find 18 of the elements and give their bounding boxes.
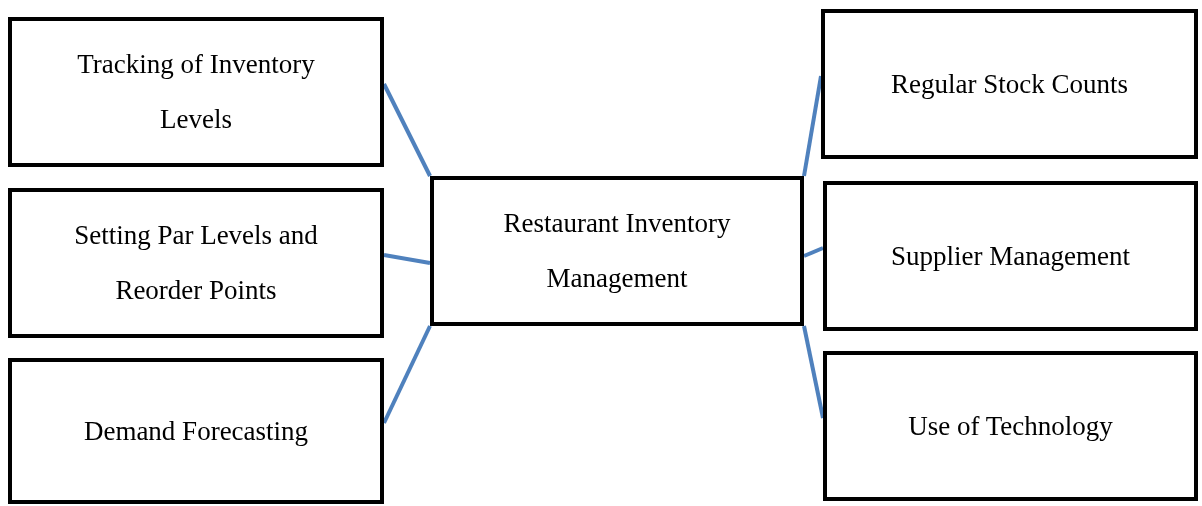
box-label: Tracking of Inventory Levels <box>76 48 316 136</box>
topic-box <box>8 17 384 167</box>
box-label: Restaurant Inventory Management <box>502 207 732 295</box>
topic-box <box>823 181 1198 331</box>
box-label: Use of Technology <box>908 409 1113 443</box>
topic-box <box>8 358 384 504</box>
topic-box <box>430 176 804 326</box>
box-label: Regular Stock Counts <box>891 67 1128 101</box>
box-label: Demand Forecasting <box>83 414 309 448</box>
connector-line <box>802 75 823 177</box>
topic-box <box>821 9 1198 159</box>
connector-line <box>383 253 431 265</box>
box-label: Setting Par Levels and Reorder Points <box>73 219 319 307</box>
connector-line <box>803 246 824 258</box>
connector-line <box>802 325 825 419</box>
topic-box <box>823 351 1198 501</box>
topic-box <box>8 188 384 338</box>
box-label: Supplier Management <box>890 239 1131 273</box>
